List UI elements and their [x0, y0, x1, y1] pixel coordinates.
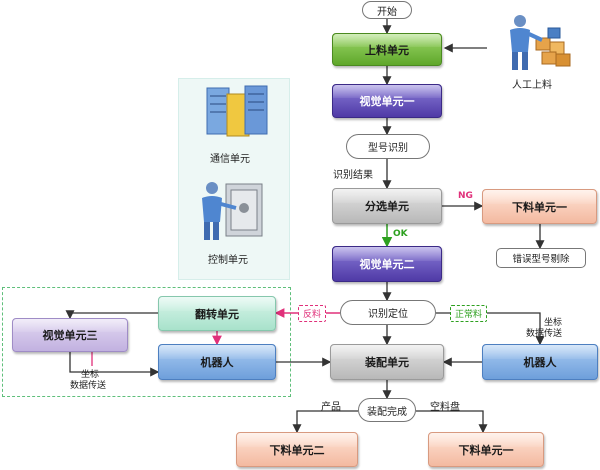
recognize-locate-label: 识别定位 — [368, 309, 408, 320]
product-label: 产品 — [321, 402, 341, 413]
vision-unit-2: 视觉单元二 — [332, 246, 442, 282]
recognize-locate-decision: 识别定位 — [340, 300, 436, 325]
model-recognition-label: 型号识别 — [368, 143, 408, 154]
model-recognition-decision: 型号识别 — [346, 134, 430, 159]
robot-right: 机器人 — [482, 344, 598, 380]
loading-unit-label: 上料单元 — [365, 43, 409, 57]
robot-right-label: 机器人 — [523, 356, 557, 369]
start-label: 开始 — [377, 6, 397, 18]
reverse-material-tag: 反料 — [298, 305, 327, 322]
vision-unit-2-label: 视觉单元二 — [359, 258, 415, 271]
loading-unit: 上料单元 — [332, 33, 442, 66]
robot-left: 机器人 — [158, 344, 276, 380]
sorting-unit: 分选单元 — [332, 188, 442, 224]
start-node: 开始 — [362, 1, 412, 19]
vision-unit-1-label: 视觉单元一 — [359, 95, 415, 108]
assembly-done-decision: 装配完成 — [358, 398, 416, 422]
vision-unit-3-label: 视觉单元三 — [42, 329, 98, 342]
coord-left-line2: 数据传送 — [70, 381, 107, 391]
comm-unit-label: 通信单元 — [210, 154, 250, 165]
robot-group-boundary — [2, 287, 291, 397]
sorting-unit-label: 分选单元 — [365, 200, 409, 213]
unload-unit-2-label: 下料单元二 — [269, 443, 325, 457]
flip-unit: 翻转单元 — [158, 296, 276, 331]
unload-unit-1-bottom: 下料单元一 — [428, 432, 544, 467]
coord-transfer-left: 坐标 数据传送 — [70, 370, 106, 392]
assembly-done-label: 装配完成 — [367, 406, 407, 418]
ok-label: OK — [393, 229, 408, 239]
manual-loading-label: 人工上料 — [512, 80, 552, 91]
vision-unit-3: 视觉单元三 — [12, 318, 128, 352]
assembly-unit-label: 装配单元 — [365, 356, 409, 369]
coord-right-line1: 坐标 — [544, 318, 563, 328]
coord-transfer-right: 坐标 数据传送 — [526, 318, 562, 340]
unload-unit-1-bottom-label: 下料单元一 — [458, 443, 514, 457]
ctrl-unit-label: 控制单元 — [208, 255, 248, 266]
unload-unit-2: 下料单元二 — [236, 432, 358, 467]
empty-tray-label: 空料盘 — [430, 402, 460, 413]
ng-label: NG — [458, 191, 473, 201]
normal-material-tag: 正常料 — [450, 305, 488, 322]
recognition-result-label: 识别结果 — [333, 170, 373, 181]
vision-unit-1: 视觉单元一 — [332, 84, 442, 118]
coord-right-line2: 数据传送 — [526, 329, 563, 339]
control-cabinet-worker-icon — [202, 182, 263, 240]
coord-left-line1: 坐标 — [81, 370, 100, 380]
unload-unit-1-ng-label: 下料单元一 — [512, 200, 567, 214]
server-rack-icon — [206, 85, 268, 137]
robot-left-label: 机器人 — [200, 356, 234, 369]
unload-unit-1-ng: 下料单元一 — [482, 189, 597, 224]
wrong-model-reject-node: 错误型号剔除 — [496, 248, 586, 268]
assembly-unit: 装配单元 — [330, 344, 444, 380]
worker-loading-icon — [510, 15, 571, 70]
wrong-model-reject-label: 错误型号剔除 — [512, 254, 570, 265]
flip-unit-label: 翻转单元 — [195, 307, 239, 321]
